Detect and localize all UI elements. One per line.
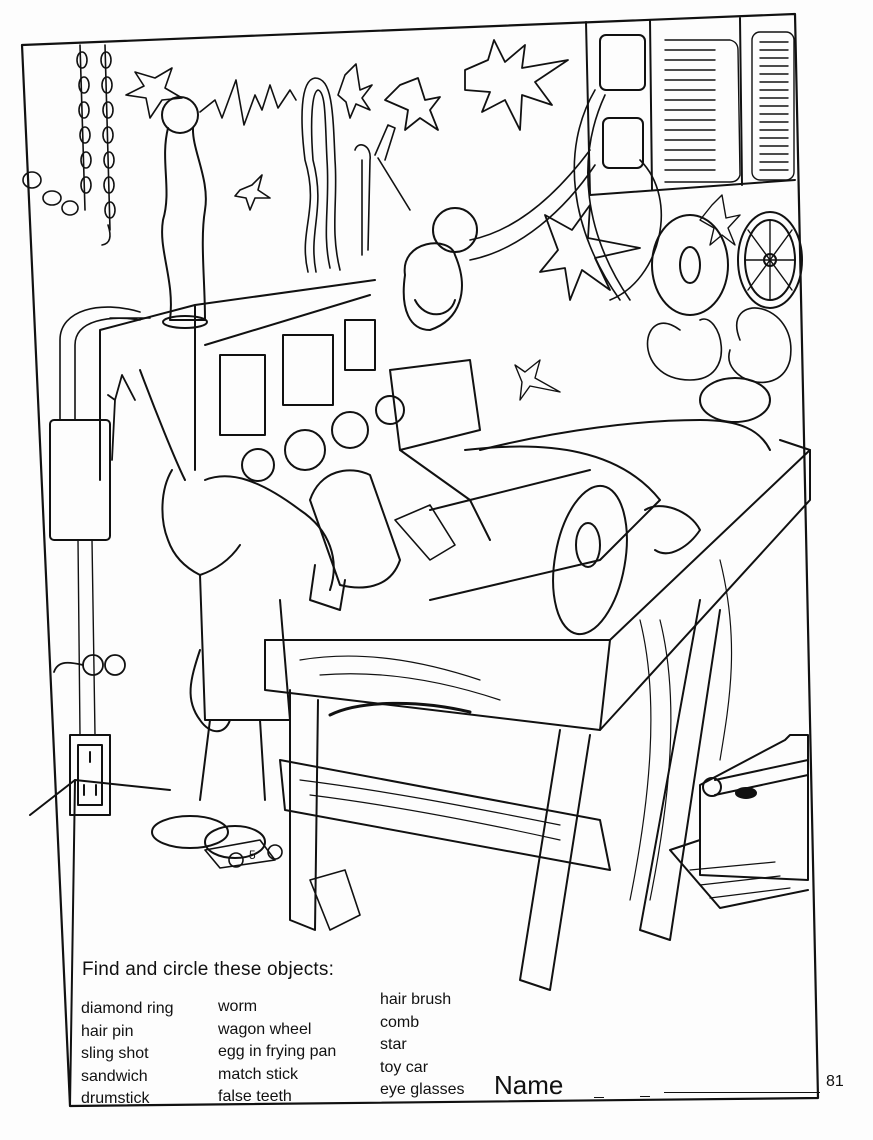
patient-leg — [429, 445, 661, 601]
object-list-column-3: hair brush comb star toy car eye glasses — [380, 989, 465, 1102]
object-list-item: match stick — [218, 1065, 299, 1083]
sling-shot-icon — [107, 374, 136, 461]
star-icon — [234, 174, 271, 211]
slipper — [151, 815, 229, 849]
match-stick-icon — [702, 759, 809, 797]
object-list-item: sling shot — [81, 1045, 149, 1062]
object-list-item: wagon wheel — [218, 1020, 312, 1038]
object-list-item: comb — [380, 1013, 420, 1031]
hair-brush-teeth-foot — [394, 504, 456, 561]
slipper — [204, 825, 266, 859]
page-number: 81 — [826, 1073, 844, 1090]
peeking-eyes — [735, 787, 757, 799]
star-icon — [539, 204, 641, 301]
wagon-wheel-icon — [737, 211, 803, 309]
object-list-item: worm — [218, 998, 258, 1015]
star-icon — [125, 67, 183, 119]
patient-character — [429, 377, 771, 636]
object-list-item: eye glasses — [380, 1081, 465, 1098]
head-mirror — [432, 207, 478, 253]
assistant-character — [139, 369, 335, 859]
svg-text:5: 5 — [249, 848, 256, 862]
patient-head — [699, 377, 771, 423]
star-icon — [514, 359, 561, 401]
false-teeth-grin — [414, 299, 456, 316]
wall-panel — [585, 17, 796, 196]
toy-car-icon: 5 — [204, 839, 283, 869]
object-list-item: hair brush — [380, 991, 452, 1008]
star-icon — [699, 194, 741, 246]
sandwich-icon — [669, 734, 809, 909]
star-icon — [337, 63, 373, 119]
film-reel — [651, 214, 729, 316]
floor-line — [74, 779, 171, 791]
wooden-table — [264, 439, 811, 991]
object-list-item: egg in frying pan — [218, 1043, 337, 1060]
cable-loops — [646, 307, 792, 384]
lightning-bolt — [199, 79, 297, 126]
object-list-item: diamond ring — [81, 1000, 174, 1017]
bottom-rule — [69, 1097, 819, 1107]
control-console — [99, 279, 405, 482]
wall-hook — [354, 124, 411, 256]
object-list-item: toy car — [380, 1058, 429, 1076]
telephone-pipes — [59, 306, 151, 421]
hair-pin — [301, 77, 341, 273]
star-icon — [384, 77, 441, 131]
iron — [309, 469, 401, 611]
object-list-item: hair pin — [81, 1022, 134, 1040]
instructions-heading: Find and circle these objects: — [82, 959, 335, 980]
cross-plank — [279, 759, 611, 871]
scientist-character — [389, 207, 591, 541]
object-list-item: false teeth — [218, 1088, 292, 1105]
object-list-item: sandwich — [81, 1067, 148, 1085]
name-field-line[interactable] — [594, 1097, 604, 1098]
chain-icon — [22, 44, 116, 246]
electrode-pillar — [161, 96, 208, 329]
assistant-hand — [189, 649, 231, 733]
wire-down — [77, 539, 96, 736]
wood-grain — [299, 655, 561, 841]
shoe-sole — [552, 484, 628, 636]
name-field-line[interactable] — [640, 1096, 650, 1097]
fuse-box — [49, 419, 111, 541]
worm-icon — [328, 701, 472, 717]
hair-brush-icon — [751, 31, 795, 181]
wall-outlet — [69, 734, 111, 816]
name-field-line[interactable] — [664, 1092, 820, 1093]
object-list-item: drumstick — [81, 1090, 150, 1107]
comb-icon — [664, 39, 741, 183]
page-border — [20, 12, 820, 1108]
star-icon — [464, 39, 569, 131]
eye-glasses-icon — [53, 654, 126, 676]
object-list-column-2: worm wagon wheel egg in frying pan match… — [218, 996, 336, 1109]
name-label: Name — [494, 1070, 564, 1100]
object-list-column-1: diamond ring hair pin sling shot sandwic… — [81, 998, 174, 1111]
object-list-item: star — [380, 1036, 407, 1053]
bracket — [309, 869, 361, 931]
